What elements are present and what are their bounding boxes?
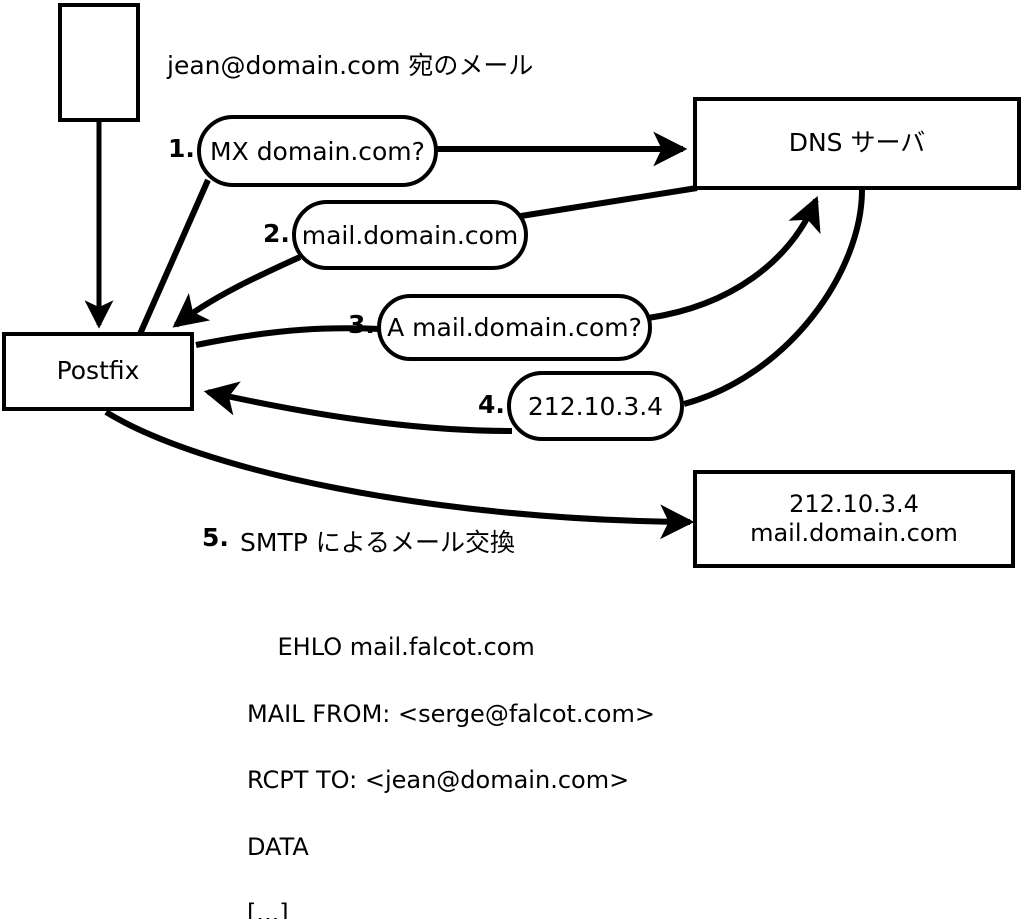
smtp-line-2: MAIL FROM: <serge@falcot.com> <box>247 699 655 728</box>
smtp-transcript: EHLO mail.falcot.com MAIL FROM: <serge@f… <box>247 598 655 919</box>
wire-step3-to-dns <box>647 195 821 321</box>
step-3-number: 3. <box>348 310 375 339</box>
step-1-label: MX domain.com? <box>210 136 425 166</box>
smtp-line-3: RCPT TO: <jean@domain.com> <box>247 766 630 795</box>
step-5-number: 5. <box>202 523 229 552</box>
dns-server-label: DNS サーバ <box>788 128 926 158</box>
dns-server-node: DNS サーバ <box>693 97 1021 190</box>
step-2-label: mail.domain.com <box>301 220 519 250</box>
wire-step4-to-postfix <box>203 381 513 434</box>
wire-postfix-to-step1 <box>137 178 211 336</box>
step-2-number: 2. <box>263 219 290 248</box>
smtp-line-4: DATA <box>247 832 309 861</box>
wire-dns-to-step4 <box>683 189 865 407</box>
smtp-line-1: EHLO mail.falcot.com <box>277 633 535 662</box>
target-server-node: 212.10.3.4 mail.domain.com <box>693 470 1015 568</box>
target-server-hostname: mail.domain.com <box>750 519 958 547</box>
postfix-label: Postfix <box>56 356 140 386</box>
step-1-number: 1. <box>168 134 195 163</box>
mail-destination-note: jean@domain.com 宛のメール <box>167 51 534 80</box>
target-server-ip: 212.10.3.4 <box>789 489 919 518</box>
step-4-number: 4. <box>478 390 505 419</box>
step-1-bubble: MX domain.com? <box>197 115 438 187</box>
step-3-label: A mail.domain.com? <box>387 313 642 342</box>
smtp-line-5: [...] <box>247 899 289 919</box>
step-4-bubble: 212.10.3.4 <box>507 371 684 441</box>
step-2-bubble: mail.domain.com <box>292 200 528 270</box>
step-3-bubble: A mail.domain.com? <box>377 294 652 361</box>
wire-dns-to-step2 <box>520 185 698 219</box>
sender-box <box>58 3 140 122</box>
step-5-label: SMTP によるメール交換 <box>240 528 515 557</box>
wire-step2-to-postfix <box>172 254 302 328</box>
step-4-label: 212.10.3.4 <box>527 391 664 421</box>
postfix-node: Postfix <box>2 332 194 411</box>
